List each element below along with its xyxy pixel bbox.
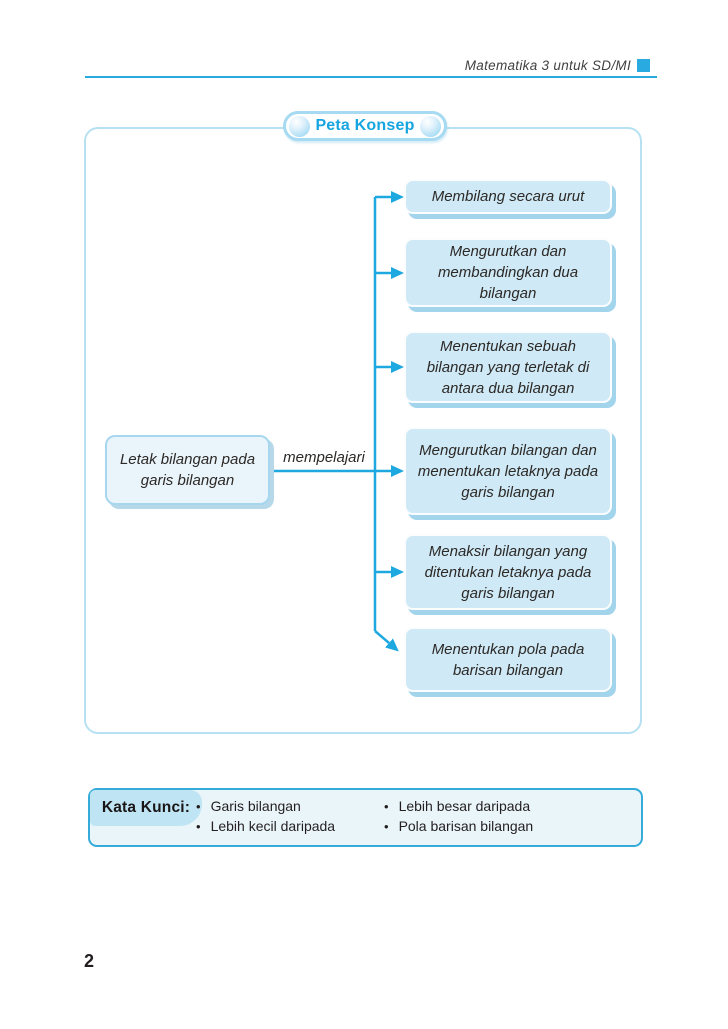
bullet-icon: • [196,818,201,834]
branch-label-2: Mengurutkan dan membandingkan dua bilang… [437,243,579,302]
branch-box-5: Menaksir bilangan yang ditentukan letakn… [404,534,612,610]
header-title: Matematika 3 untuk SD/MI [464,58,631,73]
pill-sphere-right-icon [420,115,441,137]
page-number: 2 [84,951,95,971]
bullet-icon: • [384,799,389,814]
keyword-text: Lebih besar daripada [398,798,531,814]
branch-box-2: Mengurutkan dan membandingkan dua bilang… [404,238,612,307]
keyword-item: • Lebih besar daripada [384,797,533,817]
keyword-text: Lebih kecil daripada [210,817,336,834]
keyword-item: • Garis bilangan [196,797,335,817]
keywords-column-1: • Garis bilangan • Lebih kecil daripada [196,797,335,836]
keywords-column-2: • Lebih besar daripada • Pola barisan bi… [384,797,533,836]
bullet-icon: • [384,818,389,834]
header-accent-square-icon [637,59,650,72]
keywords-panel: Kata Kunci: • Garis bilangan • Lebih kec… [88,788,643,847]
page-header: Matematika 3 untuk SD/MI [465,58,650,73]
root-topic-label: Letak bilangan pada garis bilangan [119,451,256,489]
keyword-text: Pola barisan bilangan [398,817,534,834]
concept-map-title: Peta Konsep [315,117,415,134]
keywords-label: Kata Kunci: [101,799,191,816]
branch-box-6: Menentukan pola pada barisan bilangan [404,627,612,692]
branch-box-3: Menentukan sebuah bilangan yang terletak… [404,331,612,403]
connector-label: mempelajari [283,449,365,466]
bullet-icon: • [196,799,201,814]
branch-box-4: Mengurutkan bilangan dan menentukan leta… [404,427,612,515]
keywords-label-blob: Kata Kunci: [90,790,202,826]
keyword-item: • Lebih kecil daripada [196,817,335,837]
branch-label-3: Menentukan sebuah bilangan yang terletak… [426,337,590,397]
pill-sphere-left-icon [289,115,310,137]
keyword-text: Garis bilangan [210,798,301,814]
branch-label-5: Menaksir bilangan yang ditentukan letakn… [424,542,592,602]
branch-box-1: Membilang secara urut [404,179,612,214]
root-topic-box: Letak bilangan pada garis bilangan [105,435,270,505]
concept-map-title-pill: Peta Konsep [283,111,447,141]
branch-label-4: Mengurutkan bilangan dan menentukan leta… [417,441,599,501]
header-rule [85,76,657,78]
branch-label-1: Membilang secara urut [431,188,585,205]
branch-label-6: Menentukan pola pada barisan bilangan [431,640,585,679]
keyword-item: • Pola barisan bilangan [384,817,533,837]
